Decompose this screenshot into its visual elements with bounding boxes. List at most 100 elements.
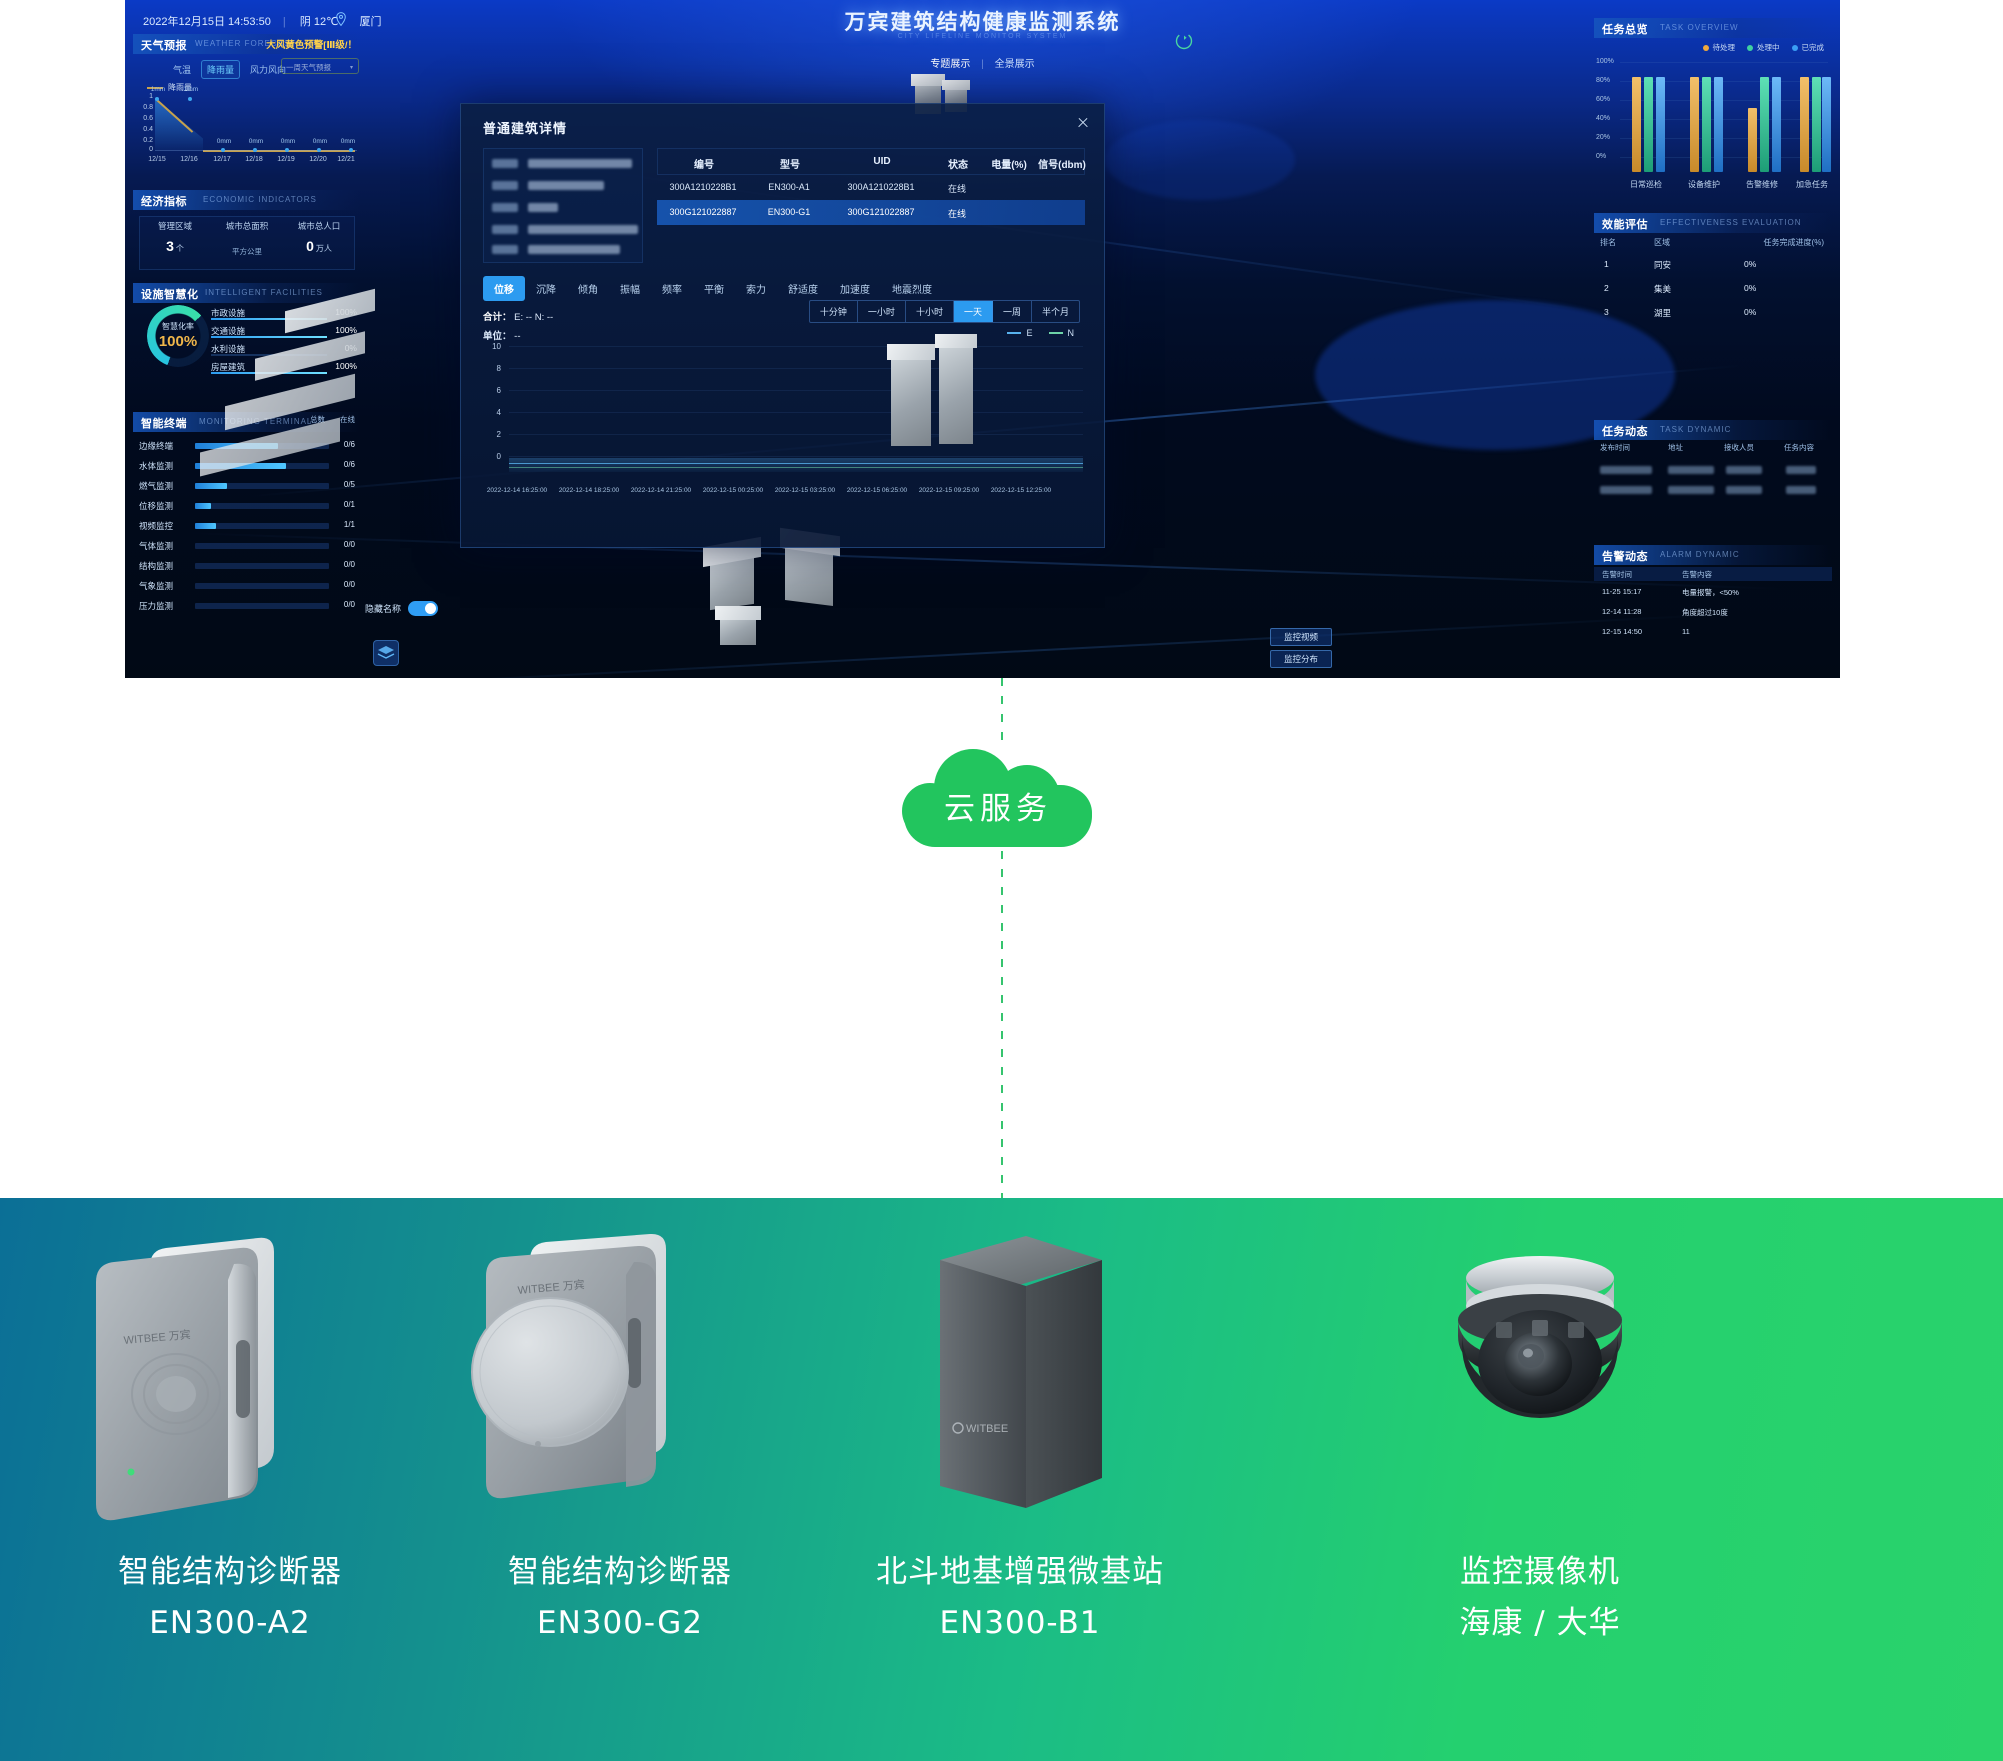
terminal-value-1: 0/6 xyxy=(343,460,355,469)
terminal-label-6: 结构监测 xyxy=(139,561,174,571)
device-image-1: WITBEE 万宾 xyxy=(390,1222,850,1532)
dashboard-header: 万宾建筑结构健康监测系统 CITY LIFELINE MONITOR SYSTE… xyxy=(125,0,1840,72)
terminal-row-airgas[interactable]: 气体监测 0/0 xyxy=(139,538,355,558)
tab-comfort[interactable]: 舒适度 xyxy=(788,285,818,296)
table-row[interactable]: 300G121022887 EN300-G1 300G121022887 在线 xyxy=(657,200,1085,225)
tab-cable-force[interactable]: 索力 xyxy=(746,285,766,296)
hide-names-label: 隐藏名称 xyxy=(365,604,402,614)
weather-tab-temperature[interactable]: 气温 xyxy=(173,65,192,75)
rainfall-legend-label: 降雨量 xyxy=(168,83,192,92)
device-card-1[interactable]: WITBEE 万宾 智能结构诊断器 EN300-G2 xyxy=(390,1198,850,1761)
tab-seismic[interactable]: 地震烈度 xyxy=(892,285,932,296)
ad-text-0: 电量报警，<50% xyxy=(1682,588,1739,597)
terminal-row-structure[interactable]: 结构监测 0/0 xyxy=(139,558,355,578)
location-pin-icon[interactable] xyxy=(335,12,347,26)
terminal-value-6: 0/0 xyxy=(343,560,355,569)
rain-label-3: 0mm xyxy=(248,138,264,145)
time-1day[interactable]: 一天 xyxy=(953,301,993,322)
terminal-row-gas[interactable]: 燃气监测 0/5 xyxy=(139,478,355,498)
eco-value-0: 3 xyxy=(166,238,174,254)
terminal-row-displacement[interactable]: 位移监测 0/1 xyxy=(139,498,355,518)
rainfall-legend: 降雨量 xyxy=(147,82,192,93)
ad-text-2: 11 xyxy=(1682,627,1690,636)
chart-area-fill xyxy=(509,458,1083,472)
task-overview-legend: 待处理 处理中 已完成 xyxy=(1702,42,1824,53)
table-row[interactable]: 300A1210228B1 EN300-A1 300A1210228B1 在线 xyxy=(657,175,1085,200)
rain-point xyxy=(155,97,159,101)
time-10min[interactable]: 十分钟 xyxy=(810,301,858,322)
terminal-bar-4 xyxy=(195,523,329,529)
task-overview-title-cn: 任务总览 xyxy=(1602,24,1648,36)
device-card-0[interactable]: WITBEE 万宾 智能结构诊断器 EN300-A2 xyxy=(0,1198,460,1761)
time-1hour[interactable]: 一小时 xyxy=(858,301,906,322)
tab-frequency[interactable]: 频率 xyxy=(662,285,682,296)
tab-balance[interactable]: 平衡 xyxy=(704,285,724,296)
terminal-label-7: 气象监测 xyxy=(139,581,174,591)
metric-tabs: 位移 沉降 倾角 振幅 频率 平衡 索力 舒适度 加速度 地震烈度 xyxy=(483,276,943,301)
terminal-row-pressure[interactable]: 压力监测 0/0 xyxy=(139,598,355,618)
tab-settlement[interactable]: 沉降 xyxy=(536,285,556,296)
facility-value-1: 100% xyxy=(335,325,357,335)
dt-model-1: EN300-G1 xyxy=(767,207,811,217)
terminal-row-weather[interactable]: 气象监测 0/0 xyxy=(139,578,355,598)
ring-value: 100% xyxy=(158,333,198,350)
weather-range-select[interactable]: 一周天气预报 ▾ xyxy=(281,58,359,74)
legend-e-label: E xyxy=(1026,328,1033,338)
close-icon[interactable] xyxy=(1076,116,1090,130)
terminal-row-video[interactable]: 视频监控 1/1 xyxy=(139,518,355,538)
device-name-3: 监控摄像机 xyxy=(1460,1554,1620,1590)
refresh-icon[interactable] xyxy=(1175,32,1193,50)
legend-pending-label: 待处理 xyxy=(1712,43,1736,52)
tab-displacement[interactable]: 位移 xyxy=(483,276,525,301)
ring-label: 智慧化率 xyxy=(162,322,194,331)
layers-icon xyxy=(377,646,395,659)
dt-head-battery: 电量(%) xyxy=(991,160,1027,171)
hide-names-toggle[interactable] xyxy=(408,601,439,616)
time-1week[interactable]: 一周 xyxy=(993,301,1032,322)
facilities-title-en: INTELLIGENT FACILITIES xyxy=(205,288,323,297)
layers-button[interactable] xyxy=(373,640,399,666)
plot-y-0: 0 xyxy=(496,452,501,461)
facilities-title-cn: 设施智慧化 xyxy=(141,289,199,301)
ev-pct-1: 0% xyxy=(1744,283,1757,293)
plot-x-1: 2022-12-14 18:25:00 xyxy=(558,487,620,494)
eco-title-0: 管理区域 xyxy=(157,221,192,231)
device-lineup: WITBEE 万宾 智能结构诊断器 EN300-A2 xyxy=(0,1198,2003,1761)
device-card-3[interactable]: 监控摄像机 海康 / 大华 xyxy=(1310,1198,1770,1761)
device-card-2[interactable]: WITBEE 北斗地基增强微基站 EN300-B1 xyxy=(790,1198,1250,1761)
terminal-label-1: 水体监测 xyxy=(139,461,174,471)
hide-names-control[interactable]: 隐藏名称 xyxy=(365,601,439,616)
ad-time-0: 11-25 15:17 xyxy=(1602,587,1642,596)
legend-done: 已完成 xyxy=(1791,42,1824,53)
time-halfmonth[interactable]: 半个月 xyxy=(1041,307,1069,317)
task-bar-pending xyxy=(1800,77,1809,172)
info-row xyxy=(492,243,638,261)
eco-title-2: 城市总人口 xyxy=(297,221,341,231)
modal-title: 普通建筑详情 xyxy=(483,121,568,136)
monitor-video-button[interactable]: 监控视频 xyxy=(1270,628,1332,646)
nav-panorama-view[interactable]: 全景展示 xyxy=(994,59,1035,70)
economic-box xyxy=(139,216,355,270)
terminal-bar-8 xyxy=(195,603,329,609)
ev-head-0: 排名 xyxy=(1600,238,1616,247)
time-10hour[interactable]: 十小时 xyxy=(906,301,954,322)
weather-tab-wind[interactable]: 风力风向 xyxy=(250,65,287,75)
rain-x-0: 12/15 xyxy=(148,156,166,163)
nav-theme-view[interactable]: 专题展示 xyxy=(930,59,971,70)
td-head-2: 接收人员 xyxy=(1724,443,1754,452)
tab-acceleration[interactable]: 加速度 xyxy=(840,285,870,296)
monitor-distribution-button[interactable]: 监控分布 xyxy=(1270,650,1332,668)
plot-x-6: 2022-12-15 09:25:00 xyxy=(918,487,980,494)
intelligence-rate-ring xyxy=(147,305,209,367)
cloud-label: 云服务 xyxy=(944,791,1052,827)
building-detail-modal: 普通建筑详情 编号 型号 UID 状态 电量(%) 信号(dbm) xyxy=(460,103,1105,548)
rain-x-4: 12/19 xyxy=(277,156,295,163)
cloud-service-node[interactable]: 云服务 xyxy=(898,743,1098,851)
effectiveness-title-cn: 效能评估 xyxy=(1602,219,1648,231)
terminal-bar-3 xyxy=(195,503,329,509)
tab-inclination[interactable]: 倾角 xyxy=(578,285,598,296)
tab-amplitude[interactable]: 振幅 xyxy=(620,285,640,296)
ad-head-1: 告警内容 xyxy=(1682,570,1712,579)
weather-tab-rainfall[interactable]: 降雨量 xyxy=(201,60,241,79)
rain-x-1: 12/16 xyxy=(180,156,198,163)
